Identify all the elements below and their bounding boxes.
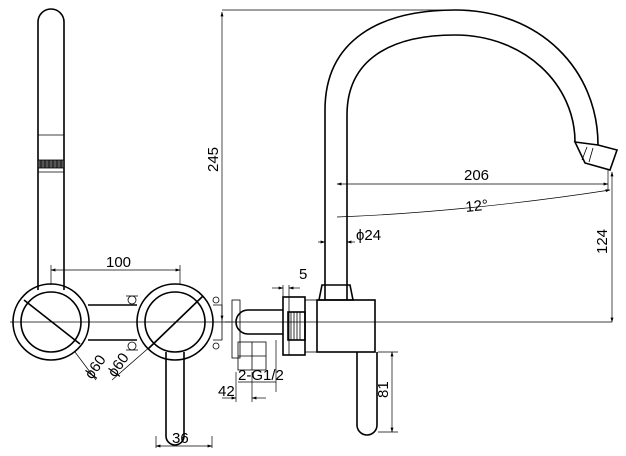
spout-inner [346,34,576,300]
dim-81-label: 81 [375,381,392,398]
dim-124-label: 124 [594,229,611,254]
front-view [10,8,230,446]
dim-g12-label: 2-G1/2 [238,367,284,384]
dim-206-label: 206 [464,167,489,184]
dim-phi60-left-label: ϕ60 [81,352,109,382]
dim-5-label: 5 [299,266,307,283]
side-view-dimensions: 245 206 12° ϕ24 124 5 2-G1/2 42 [205,9,614,433]
dim-42-label: 42 [218,383,235,400]
dim-245-label: 245 [205,147,222,172]
aerator-grid [37,159,65,169]
dim-12deg-label: 12° [465,197,489,216]
dim-phi24-label: ϕ24 [356,227,381,244]
side-view [225,9,619,436]
dim-36-label: 36 [172,430,189,447]
spout-outer [324,9,599,300]
dim-phi60-right-label: ϕ60 [104,350,132,380]
dim-100-label: 100 [106,254,131,271]
